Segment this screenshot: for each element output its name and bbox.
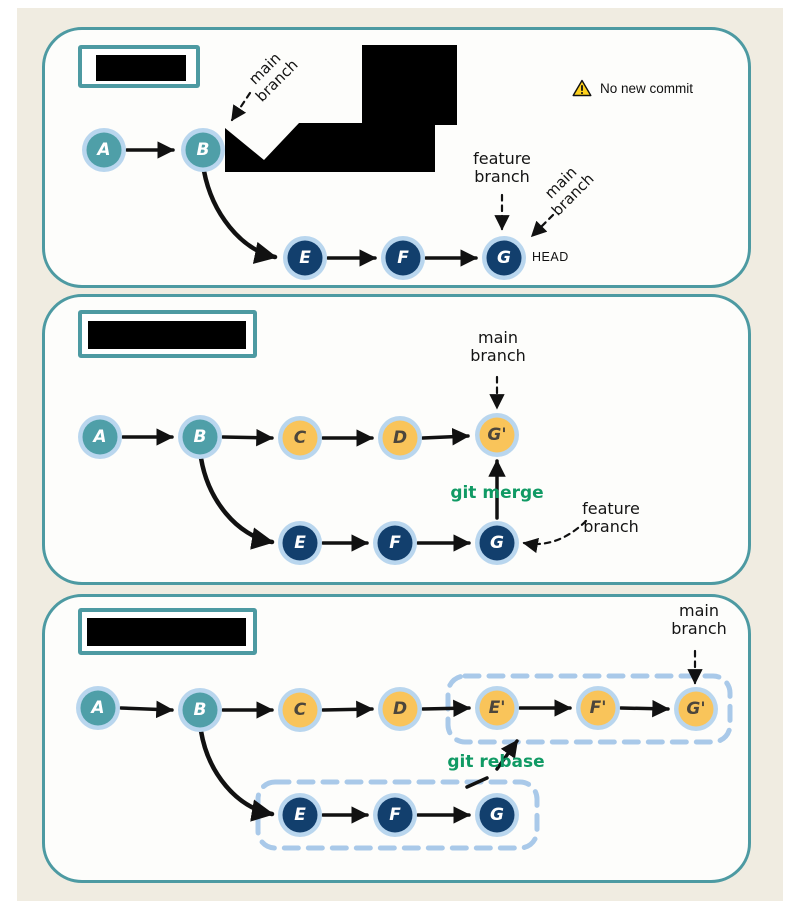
- commit-arrow: [421, 699, 471, 718]
- panel-git-rebase-graph: A B C D E' F' G' E F G: [76, 649, 733, 851]
- commit-arrow: [221, 428, 274, 447]
- commit-node-label: G': [686, 699, 705, 719]
- redaction-block: [225, 45, 457, 172]
- head-label: HEAD: [532, 250, 569, 264]
- feature-branch-label: feature branch: [582, 499, 640, 536]
- panel-git-rebase: A B C D E' F' G' E F G main branch git r…: [42, 594, 751, 883]
- feature-branch-pointer-arrow: [522, 519, 588, 554]
- panel-git-merge-graph: A B C D G' E F G: [78, 375, 588, 565]
- main-branch-pointer-arrow: [230, 91, 252, 122]
- commit-node-label: D: [393, 428, 407, 448]
- commit-node: G: [475, 793, 519, 837]
- commit-node-label: A: [91, 427, 106, 447]
- commit-node-label: E: [294, 533, 306, 553]
- commit-node-label: G: [490, 805, 504, 825]
- redaction-block: [88, 321, 246, 349]
- panel-before: A B E F G No new commit main branch feat…: [42, 27, 751, 288]
- commit-node-label: E': [489, 698, 506, 718]
- commit-node-label: E: [299, 248, 311, 268]
- git-rebase-label: git rebase: [447, 752, 545, 772]
- warning-row: No new commit: [572, 79, 693, 97]
- redaction-block: [87, 618, 246, 646]
- feature-branch-label: feature branch: [473, 149, 531, 186]
- commit-node-label: F: [397, 248, 409, 268]
- commit-node-label: D: [393, 699, 407, 719]
- commit-node-label: G': [487, 425, 506, 445]
- commit-node: A: [76, 686, 120, 730]
- commit-node: G: [482, 236, 526, 280]
- commit-node-label: C: [294, 428, 307, 448]
- branch-curve-arrow: [198, 455, 275, 550]
- commit-node: E: [278, 793, 322, 837]
- commit-node: F: [381, 236, 425, 280]
- commit-node-label: B: [194, 427, 207, 447]
- redaction-block: [96, 55, 186, 81]
- commit-node: G: [475, 521, 519, 565]
- branch-curve-arrow: [198, 728, 275, 822]
- commit-node: C: [278, 688, 322, 732]
- commit-arrow: [619, 699, 670, 718]
- main-branch-label: main branch: [470, 328, 526, 365]
- commit-node: B: [181, 128, 225, 172]
- commit-node-label: B: [197, 140, 210, 160]
- commit-node: D: [378, 687, 422, 731]
- commit-node: E: [278, 521, 322, 565]
- panel-git-merge: A B C D G' E F G main branch git merge f…: [42, 294, 751, 585]
- commit-arrow: [119, 700, 174, 719]
- commit-node: B: [178, 688, 222, 732]
- commit-node: F: [373, 793, 417, 837]
- git-merge-label: git merge: [450, 483, 544, 503]
- commit-node-label: G: [490, 533, 504, 553]
- redacted-title-box: [78, 608, 257, 655]
- commit-node-label: B: [194, 700, 207, 720]
- redacted-title-box: [78, 310, 257, 358]
- commit-node-label: F: [389, 805, 401, 825]
- commit-node-label: F': [590, 698, 607, 718]
- commit-node: C: [278, 416, 322, 460]
- commit-arrow: [321, 700, 374, 719]
- main-branch-pointer-arrow: [530, 213, 555, 238]
- commit-node-label: C: [294, 700, 307, 720]
- redacted-title-box: [78, 45, 200, 88]
- commit-node-label: G: [497, 248, 511, 268]
- commit-node: A: [78, 415, 122, 459]
- warning-triangle-icon: [572, 79, 592, 97]
- rebase-arrow: [495, 739, 519, 771]
- main-branch-label: main branch: [671, 601, 727, 638]
- commit-node: E: [283, 236, 327, 280]
- commit-node: G': [674, 687, 718, 731]
- commit-node-label: F: [389, 533, 401, 553]
- commit-node: E': [475, 686, 519, 730]
- commit-node: G': [475, 413, 519, 457]
- feature-commits-group-box: [255, 779, 540, 851]
- warning-text: No new commit: [600, 80, 694, 96]
- panel-before-graph: A B E F G: [82, 45, 555, 280]
- commit-node: A: [82, 128, 126, 172]
- rebase-arrow: [465, 776, 489, 789]
- commit-node-label: A: [89, 698, 104, 718]
- commit-node-label: A: [95, 140, 110, 160]
- commit-node: F': [576, 686, 620, 730]
- commit-node: B: [178, 415, 222, 459]
- commit-node: D: [378, 416, 422, 460]
- commit-node: F: [373, 521, 417, 565]
- commit-node-label: E: [294, 805, 306, 825]
- branch-curve-arrow: [201, 168, 278, 264]
- commit-arrow: [421, 427, 470, 446]
